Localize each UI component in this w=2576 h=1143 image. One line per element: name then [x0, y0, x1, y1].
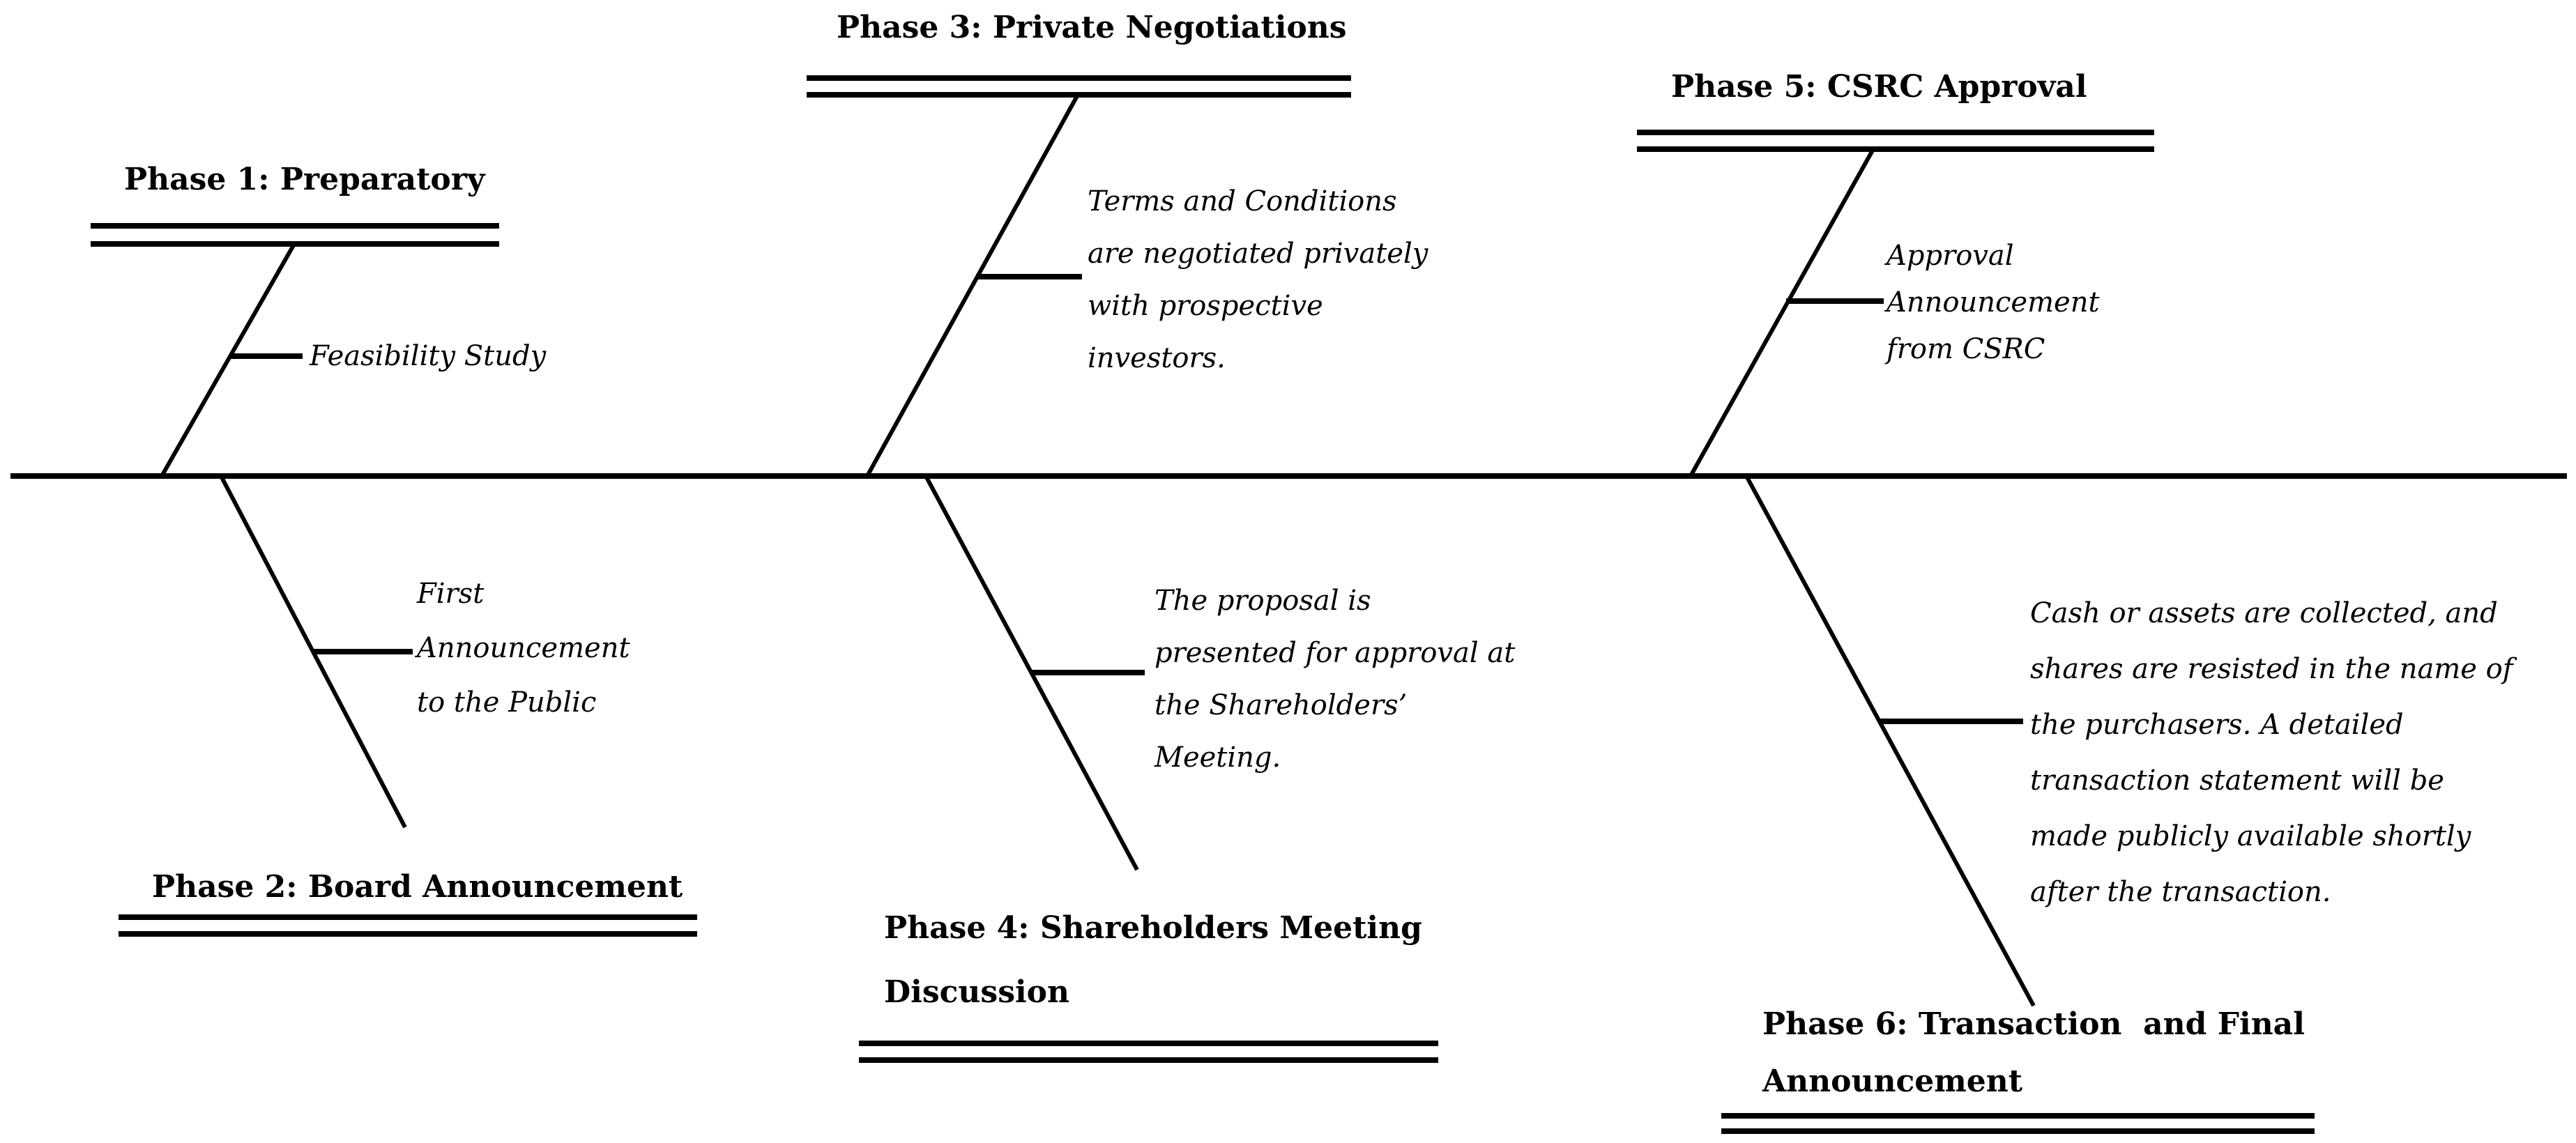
phase2-title: Phase 2: Board Announcement: [152, 868, 683, 907]
phase6-title: Phase 6: Transaction and Final Announcem…: [1762, 996, 2305, 1110]
phase4-description: The proposal is presented for approval a…: [1154, 575, 1515, 784]
phase3-description-line: with prospective: [1088, 290, 1323, 322]
phase2-description-line: to the Public: [417, 686, 597, 719]
phase3-title-line: Phase 3: Private Negotiations: [837, 10, 1347, 45]
phase4-description-line: Meeting.: [1154, 742, 1281, 774]
phase3-title: Phase 3: Private Negotiations: [837, 8, 1347, 47]
phase5-description-line: from CSRC: [1887, 333, 2045, 365]
phase3-description-line: investors.: [1088, 342, 1226, 374]
phase1-description-line: Feasibility Study: [310, 340, 547, 372]
phase1-diagonal-line: [160, 244, 296, 477]
phase4-description-line: The proposal is: [1154, 585, 1371, 617]
phase5-title-line: Phase 5: CSRC Approval: [1671, 69, 2087, 105]
phase4-title-line: Phase 4: Shareholders Meeting: [884, 910, 1422, 946]
phase5-description: Approval Announcement from CSRC: [1887, 233, 2100, 373]
phase6-description: Cash or assets are collected, and shares…: [2030, 585, 2513, 920]
phase2-title-line: Phase 2: Board Announcement: [152, 869, 683, 905]
phase2-description-line: First: [417, 578, 485, 610]
phase3-description-line: are negotiated privately: [1088, 238, 1428, 270]
phase6-title-line: Announcement: [1762, 1064, 2023, 1099]
phase5-description-line: Announcement: [1887, 286, 2100, 319]
phase6-title-line: Phase 6: Transaction and Final: [1762, 1006, 2305, 1042]
phase1-description: Feasibility Study: [310, 337, 546, 376]
phase4-title-line: Discussion: [884, 974, 1070, 1010]
phase6-description-line: the purchasers. A detailed: [2030, 709, 2404, 741]
phase6-description-line: made publicly available shortly: [2030, 820, 2471, 852]
phase3-diagonal-line: [865, 93, 1080, 477]
phase4-description-line: the Shareholders’: [1154, 689, 1408, 721]
phase3-description: Terms and Conditions are negotiated priv…: [1088, 176, 1428, 385]
phase1-title-line: Phase 1: Preparatory: [124, 162, 485, 197]
phase5-diagonal-line: [1689, 148, 1875, 477]
phase5-title: Phase 5: CSRC Approval: [1671, 68, 2087, 107]
phase2-description-line: Announcement: [417, 632, 630, 664]
phase6-description-line: shares are resisted in the name of: [2030, 653, 2513, 685]
phase1-title: Phase 1: Preparatory: [124, 160, 485, 199]
phase6-description-line: transaction statement will be: [2030, 765, 2444, 797]
phase6-description-line: after the transaction.: [2030, 876, 2331, 908]
phase4-diagonal-line: [924, 475, 1139, 871]
phase3-description-line: Terms and Conditions: [1088, 185, 1397, 217]
phase5-description-line: Approval: [1887, 240, 2014, 272]
phase4-title: Phase 4: Shareholders Meeting Discussion: [884, 896, 1422, 1025]
phase4-description-line: presented for approval at: [1154, 637, 1516, 669]
phase2-description: First Announcement to the Public: [417, 567, 630, 730]
phase6-description-line: Cash or assets are collected, and: [2030, 597, 2498, 629]
phase6-diagonal-line: [1744, 475, 2036, 1007]
